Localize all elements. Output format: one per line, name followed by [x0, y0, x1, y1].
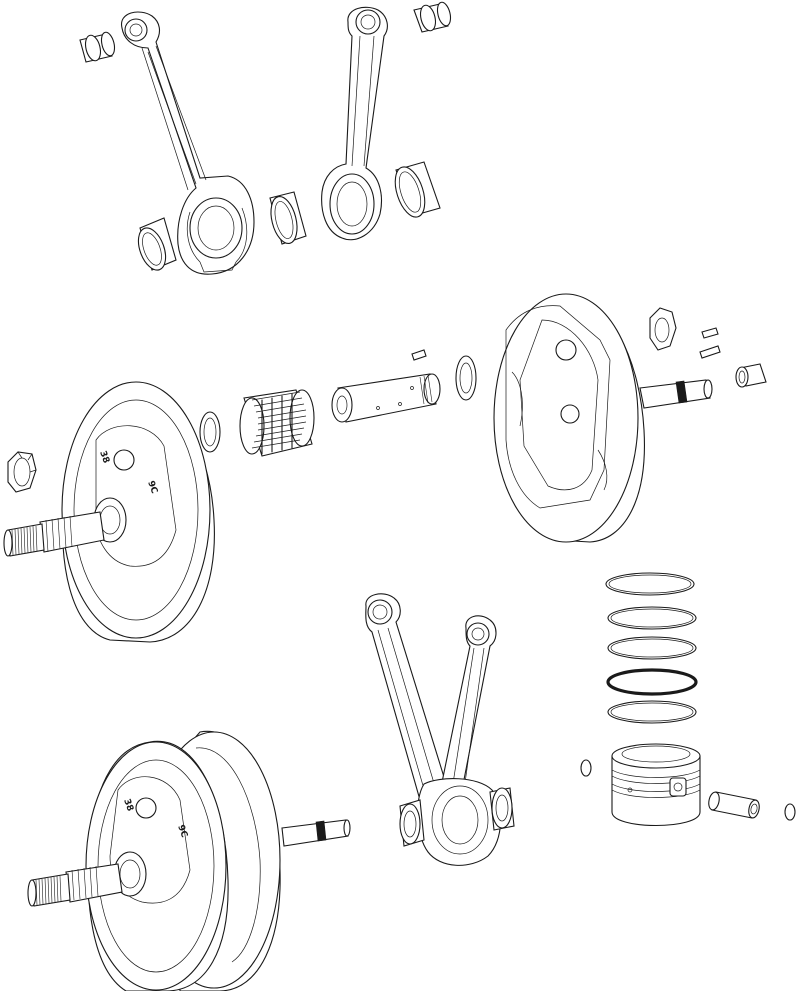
- assembled-mark-upper: 38: [121, 798, 135, 813]
- needle-roller-bearing: [239, 389, 315, 457]
- big-end-bearing-sleeve: [394, 161, 441, 218]
- small-end-bushing: [79, 31, 116, 63]
- big-end-bearing-sleeve: [269, 191, 307, 245]
- crankshaft-end-right: [639, 379, 713, 409]
- hex-nut: [649, 307, 677, 351]
- flywheel-mark-lower: 9C: [145, 480, 159, 496]
- small-end-bushing: [735, 363, 767, 388]
- connecting-rod-upper-left: [121, 11, 255, 275]
- connecting-rod-upper-right: [321, 6, 388, 241]
- piston-ring-set: [605, 572, 698, 724]
- flywheel-left: 38 9C: [61, 381, 215, 643]
- crankshaft-end-splined: [3, 511, 105, 557]
- thrust-washer: [455, 355, 477, 401]
- big-end-bearing-sleeve: [137, 217, 177, 271]
- piston-pin: [708, 791, 760, 819]
- connecting-rod-pair-assembled: [365, 593, 515, 866]
- woodruff-key: [699, 327, 721, 359]
- assembled-flywheel: 38 9C: [27, 730, 351, 991]
- flywheel-mark-upper: 38: [97, 450, 111, 465]
- thrust-washer: [199, 411, 221, 453]
- pin-circlip: [580, 759, 796, 821]
- hex-nut: [7, 451, 37, 493]
- crank-pin: [331, 373, 441, 423]
- piston: [611, 743, 701, 827]
- assembled-mark-lower: 9C: [175, 824, 189, 840]
- small-end-bushing: [413, 1, 452, 33]
- woodruff-key: [411, 349, 427, 361]
- flywheel-right: [493, 293, 645, 543]
